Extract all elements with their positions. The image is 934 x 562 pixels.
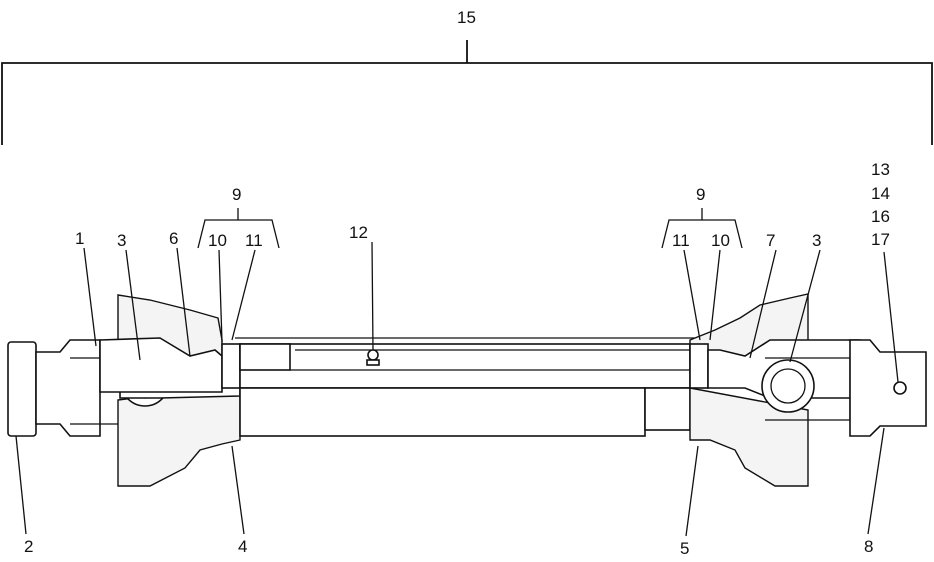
label-12: 12 — [349, 223, 368, 242]
grease-fitting — [366, 349, 380, 366]
label-5: 5 — [680, 539, 689, 558]
right-end-yoke — [849, 339, 927, 437]
part-labels: 15 9 9 13 14 16 17 1 3 6 10 11 12 11 10 … — [24, 8, 890, 558]
label-10-right: 10 — [711, 231, 730, 250]
label-1: 1 — [75, 229, 84, 248]
inner-tube-guard — [239, 387, 691, 437]
label-13: 13 — [871, 160, 890, 179]
label-15: 15 — [457, 8, 476, 27]
label-10-left: 10 — [208, 231, 227, 250]
overall-assembly-bracket — [1, 40, 933, 145]
label-14: 14 — [871, 184, 890, 203]
right-universal-joint — [761, 357, 851, 421]
label-11-left: 11 — [245, 231, 263, 250]
label-17: 17 — [871, 230, 890, 249]
outer-tube — [235, 337, 700, 389]
label-6: 6 — [169, 229, 178, 248]
label-16: 16 — [871, 207, 890, 226]
label-8: 8 — [864, 537, 873, 556]
left-group-brace — [197, 208, 280, 249]
left-inner-yoke — [99, 337, 241, 393]
label-3-left: 3 — [117, 231, 126, 250]
label-2: 2 — [24, 537, 33, 556]
leader-lines — [15, 241, 899, 537]
label-3-right: 3 — [812, 231, 821, 250]
right-group-brace — [661, 208, 743, 249]
label-9-right: 9 — [696, 185, 705, 204]
label-4: 4 — [238, 537, 247, 556]
label-9-left: 9 — [232, 185, 241, 204]
label-11-right: 11 — [672, 231, 690, 250]
label-7: 7 — [766, 231, 775, 250]
